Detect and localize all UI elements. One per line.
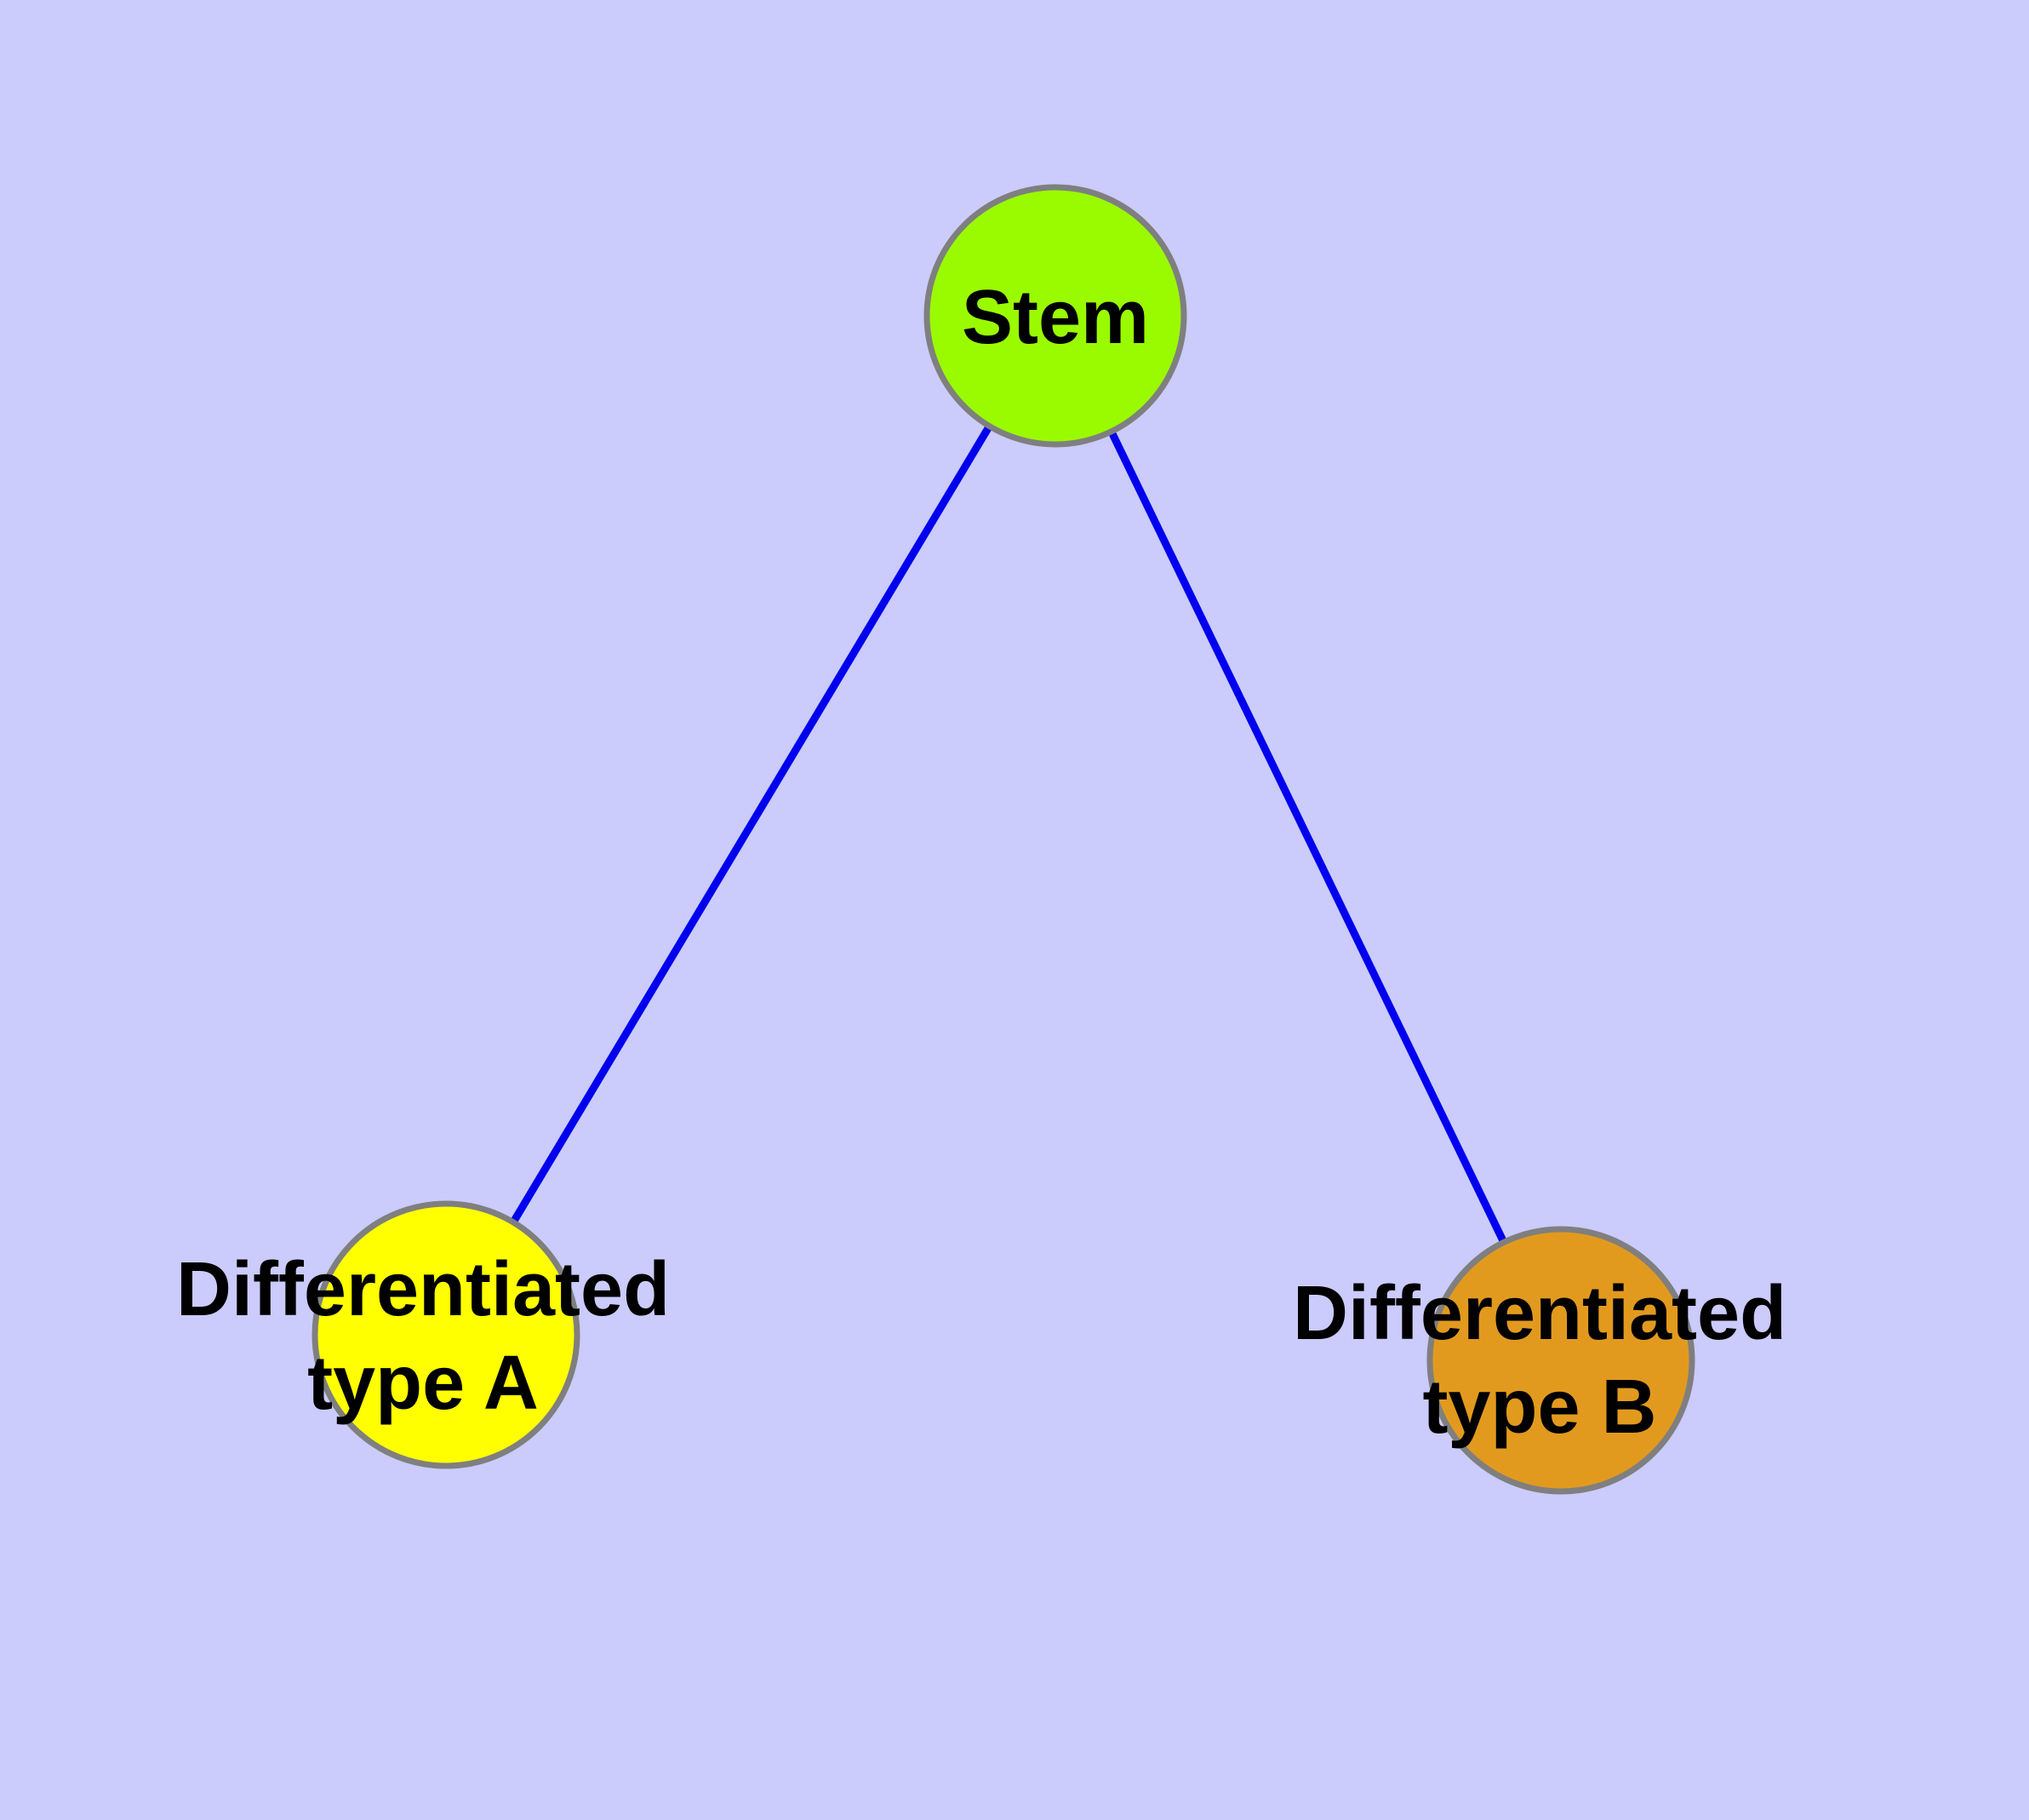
node-differentiated-type-a-label: Differentiated type A [176,1243,670,1430]
node-differentiated-type-b-label-line1: Differentiated [1292,1271,1787,1356]
node-stem-circle [923,184,1187,448]
edge-stem-to-type-a [443,313,1059,1337]
node-differentiated-type-b-label-line2: type B [1422,1365,1657,1450]
node-stem-label-text: Stem [961,275,1150,360]
node-stem-label: Stem [962,271,1149,364]
node-differentiated-type-b-label: Differentiated type B [1293,1267,1786,1454]
node-differentiated-type-a-label-line1: Differentiated [175,1247,671,1332]
edge-stem-to-type-b [1051,314,1565,1362]
node-differentiated-type-a-label-line2: type A [307,1341,539,1426]
node-differentiated-type-b-circle [1426,1226,1695,1495]
node-differentiated-type-a-circle [311,1200,580,1469]
